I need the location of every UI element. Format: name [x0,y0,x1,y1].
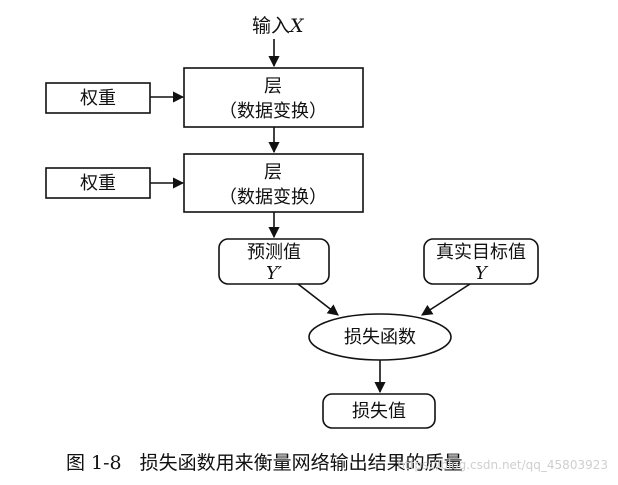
loss-value-label: 损失值 [352,401,406,422]
target-box: 真实目标值 Y [423,238,539,285]
watermark: https://blog.csdn.net/qq_45803923 [397,458,608,472]
weight-label-2: 权重 [80,173,116,194]
target-label: 真实目标值 [436,242,526,263]
loss-value-box: 损失值 [322,393,436,429]
arrow-target-to-loss [421,283,471,316]
figure-number: 图 1-8 [66,452,122,474]
prediction-var: Y′ [266,263,282,284]
prediction-label: 预测值 [247,242,301,263]
layer-title-2: 层 [264,162,282,183]
target-var: Y [475,263,489,284]
loss-function-node: 损失函数 [308,313,452,361]
input-label: 输入X [252,15,305,37]
arrow-prediction-to-loss [297,283,339,316]
layer-subtitle-2: （数据变换） [219,187,327,208]
prediction-box: 预测值 Y′ [218,238,330,285]
weight-box-2: 权重 [45,167,151,199]
layer-box-1: 层 （数据变换） [183,67,364,128]
figure-caption-text: 损失函数用来衡量网络输出结果的质量 [139,452,463,474]
weight-box-1: 权重 [45,82,151,114]
layer-subtitle-1: （数据变换） [219,101,327,122]
layer-box-2: 层 （数据变换） [183,153,364,213]
figure-caption: 图 1-8 损失函数用来衡量网络输出结果的质量 [66,448,463,475]
weight-label-1: 权重 [80,88,116,109]
loss-function-label: 损失函数 [344,327,416,348]
layer-title-1: 层 [264,76,282,97]
